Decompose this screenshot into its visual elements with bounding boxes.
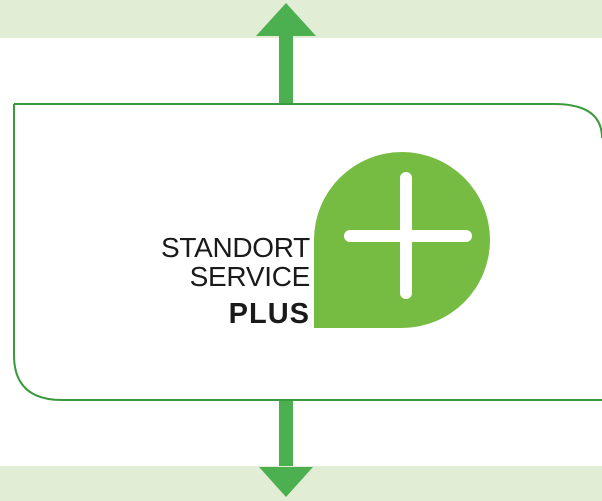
plus-icon [344, 172, 472, 299]
logo-line-standort: STANDORT [160, 232, 310, 263]
arrow-down [259, 400, 313, 497]
arrow-up [256, 3, 316, 104]
logo-line-service: SERVICE [189, 261, 311, 292]
logo-line-plus: PLUS [228, 298, 310, 330]
service-box [13, 103, 602, 401]
